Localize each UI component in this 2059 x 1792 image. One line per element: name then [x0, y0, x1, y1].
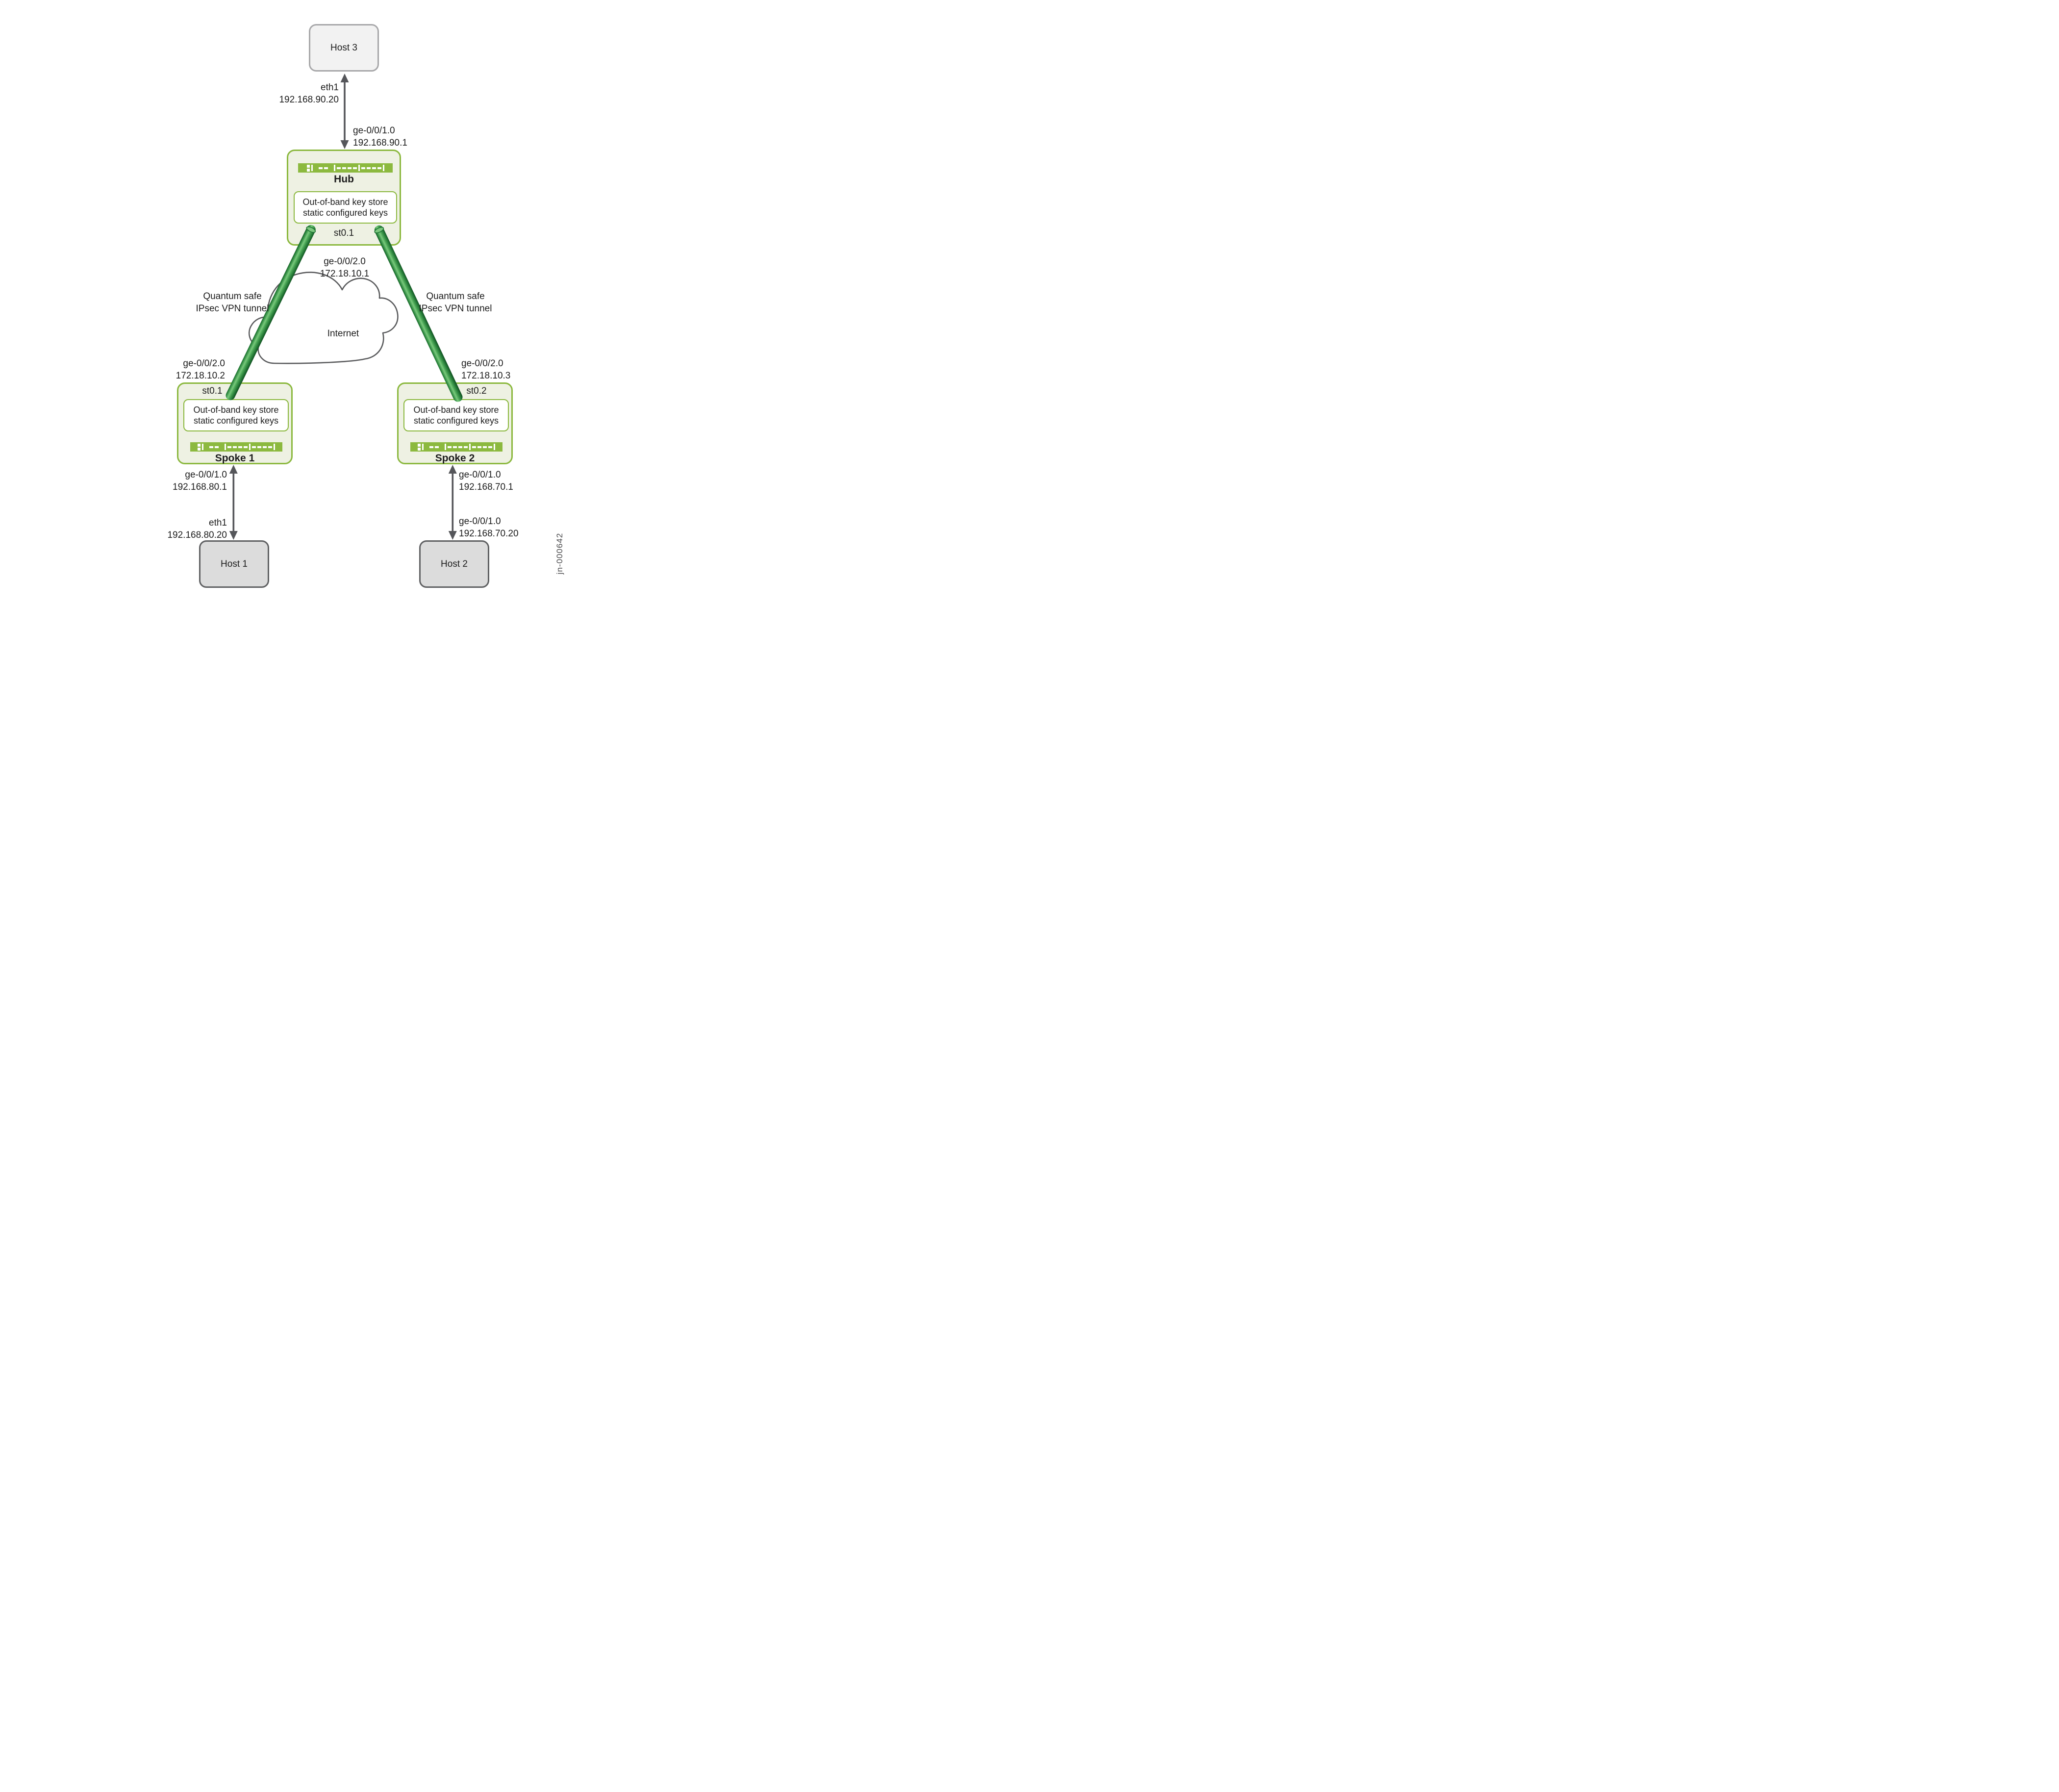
- keystore-box: Out-of-band key store static configured …: [183, 399, 289, 431]
- hub-node: Hub Out-of-band key store static configu…: [287, 150, 401, 246]
- tunnel-interface-label: st0.1: [333, 228, 354, 238]
- link-label-spoke2-lan: ge-0/0/1.0 192.168.70.1: [459, 469, 537, 493]
- ip-address: 192.168.80.20: [167, 530, 227, 540]
- keystore-line: Out-of-band key store: [193, 405, 279, 415]
- router-chassis-icon: [190, 442, 282, 452]
- internet-label: Internet: [294, 328, 392, 340]
- ip-address: 172.18.10.2: [176, 371, 225, 381]
- tunnel-label-line: IPsec VPN tunnel: [196, 303, 269, 314]
- ip-address: 192.168.80.1: [173, 482, 227, 492]
- link-label-host3-eth1: eth1 192.168.90.20: [265, 81, 339, 106]
- interface-name: ge-0/0/1.0: [459, 470, 501, 480]
- host-label: Host 1: [221, 558, 248, 569]
- device-name-label: Spoke 1: [215, 453, 255, 464]
- cloud-label-text: Internet: [327, 328, 359, 339]
- link-label-spoke1-wan: ge-0/0/2.0 172.18.10.2: [151, 357, 225, 382]
- tunnel-label-left: Quantum safe IPsec VPN tunnel: [183, 290, 281, 315]
- keystore-line: static configured keys: [413, 416, 499, 426]
- link-label-hub-lan: ge-0/0/1.0 192.168.90.1: [353, 125, 431, 149]
- device-name-label: Spoke 2: [435, 453, 475, 464]
- keystore-line: static configured keys: [302, 208, 388, 218]
- tunnels-layer: [226, 225, 463, 402]
- ip-address: 172.18.10.1: [320, 269, 370, 279]
- router-chassis-icon: [298, 163, 393, 173]
- ip-address: 192.168.90.20: [279, 95, 339, 105]
- link-arrow-host3-hub: [340, 74, 349, 149]
- keystore-line: static configured keys: [193, 416, 279, 426]
- tunnel-label-line: Quantum safe: [203, 291, 262, 302]
- ip-address: 192.168.70.1: [459, 482, 513, 492]
- tunnel-label-right: Quantum safe IPsec VPN tunnel: [406, 290, 504, 315]
- keystore-box: Out-of-band key store static configured …: [294, 191, 397, 224]
- host2-node: Host 2: [419, 540, 489, 588]
- host3-node: Host 3: [309, 24, 379, 72]
- keystore-box: Out-of-band key store static configured …: [403, 399, 509, 431]
- host1-node: Host 1: [199, 540, 269, 588]
- link-label-spoke1-lan: ge-0/0/1.0 192.168.80.1: [153, 469, 227, 493]
- interface-name: ge-0/0/1.0: [353, 126, 395, 136]
- keystore-line: Out-of-band key store: [302, 197, 388, 207]
- link-label-host1-eth1: eth1 192.168.80.20: [153, 517, 227, 541]
- tunnel-interface-label: st0.2: [466, 386, 487, 396]
- interface-name: ge-0/0/1.0: [459, 516, 501, 527]
- figure-id-watermark: jn-000642: [555, 532, 564, 575]
- link-label-hub-wan: ge-0/0/2.0 172.18.10.1: [296, 255, 394, 280]
- host-label: Host 3: [330, 42, 357, 53]
- interface-name: ge-0/0/2.0: [183, 358, 225, 369]
- interface-name: ge-0/0/1.0: [185, 470, 227, 480]
- router-chassis-icon: [410, 442, 502, 452]
- link-label-spoke2-wan: ge-0/0/2.0 172.18.10.3: [461, 357, 540, 382]
- spoke1-node: st0.1 Out-of-band key store static confi…: [177, 382, 293, 464]
- connections-layer: [229, 74, 457, 540]
- ip-address: 172.18.10.3: [461, 371, 511, 381]
- link-arrow-spoke1-host1: [229, 465, 238, 540]
- device-name-label: Hub: [334, 174, 354, 185]
- tunnel-interface-label: st0.1: [202, 386, 223, 396]
- interface-name: ge-0/0/2.0: [461, 358, 503, 369]
- interface-name: eth1: [209, 518, 227, 528]
- network-topology-diagram: Host 3 Hub Out-of-band key store static …: [0, 0, 686, 597]
- ip-address: 192.168.90.1: [353, 138, 407, 148]
- internet-cloud: [248, 272, 399, 364]
- interface-name: eth1: [321, 82, 339, 93]
- spoke2-node: st0.2 Out-of-band key store static confi…: [397, 382, 513, 464]
- link-arrow-spoke2-host2: [448, 465, 457, 540]
- ip-address: 192.168.70.20: [459, 529, 519, 539]
- host-label: Host 2: [441, 558, 468, 569]
- interface-name: ge-0/0/2.0: [324, 256, 366, 267]
- link-label-host2-if: ge-0/0/1.0 192.168.70.20: [459, 515, 537, 540]
- tunnel-label-line: IPsec VPN tunnel: [419, 303, 492, 314]
- keystore-line: Out-of-band key store: [413, 405, 499, 415]
- tunnel-label-line: Quantum safe: [426, 291, 485, 302]
